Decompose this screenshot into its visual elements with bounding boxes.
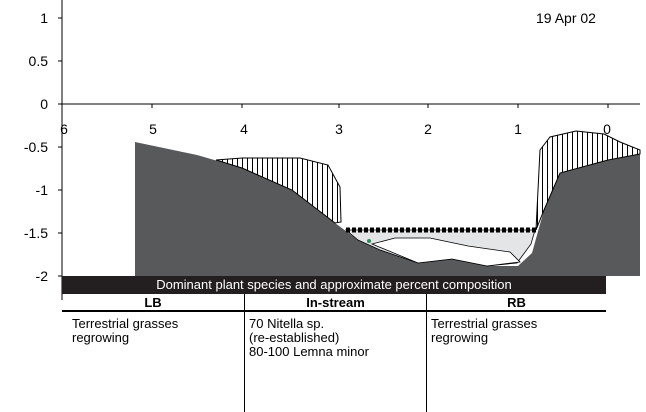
cell-line: 70 Nitella sp.: [249, 316, 325, 331]
species-table: Dominant plant species and approximate p…: [62, 276, 606, 412]
x-tick-label: 6: [60, 121, 68, 137]
cell-line: 80-100 Lemna minor: [249, 344, 369, 359]
y-tick-label: -0.5: [24, 139, 48, 155]
cell-line: regrowing: [431, 330, 489, 345]
column-divider: [426, 294, 427, 412]
y-tick-label: 0.5: [29, 53, 49, 69]
plant-marker: [367, 239, 371, 243]
column-divider: [244, 294, 245, 412]
x-tick-label: 1: [514, 121, 522, 137]
y-tick-label: 1: [40, 10, 48, 26]
cell-line: (re-established): [249, 330, 340, 345]
cell-line: Terrestrial grasses: [431, 316, 538, 331]
x-axis-ticks: [61, 104, 609, 108]
table-banner: Dominant plant species and approximate p…: [62, 276, 606, 294]
header-rule: [62, 294, 606, 311]
cell-line: regrowing: [72, 330, 130, 345]
y-tick-label: -1: [36, 182, 49, 198]
column-header: LB: [62, 294, 244, 312]
column-body: Terrestrial grasses regrowing: [427, 312, 606, 345]
cell-line: Terrestrial grasses: [72, 316, 179, 331]
column-header: RB: [427, 294, 606, 312]
column-lb: LB Terrestrial grasses regrowing: [62, 294, 244, 412]
column-in-stream: In-stream 70 Nitella sp. (re-established…: [245, 294, 426, 412]
left-bank-hatched-zone: [215, 157, 342, 224]
x-tick-label: 5: [149, 121, 157, 137]
bank-profile: [135, 142, 640, 276]
y-tick-label: 0: [40, 96, 48, 112]
x-tick-label: 0: [603, 121, 611, 137]
water-pocket: [370, 237, 521, 267]
date-label: 19 Apr 02: [536, 10, 596, 26]
right-bank-hatched-zone: [535, 130, 641, 231]
x-tick-label: 4: [240, 121, 248, 137]
x-tick-label: 2: [424, 121, 432, 137]
column-body: 70 Nitella sp. (re-established) 80-100 L…: [245, 312, 426, 359]
column-rb: RB Terrestrial grasses regrowing: [427, 294, 606, 412]
y-tick-label: -2: [36, 268, 49, 284]
x-tick-label: 3: [335, 121, 343, 137]
column-body: Terrestrial grasses regrowing: [62, 312, 244, 345]
column-header: In-stream: [245, 294, 426, 312]
y-axis-ticks: [58, 17, 62, 277]
y-tick-label: -1.5: [24, 225, 48, 241]
